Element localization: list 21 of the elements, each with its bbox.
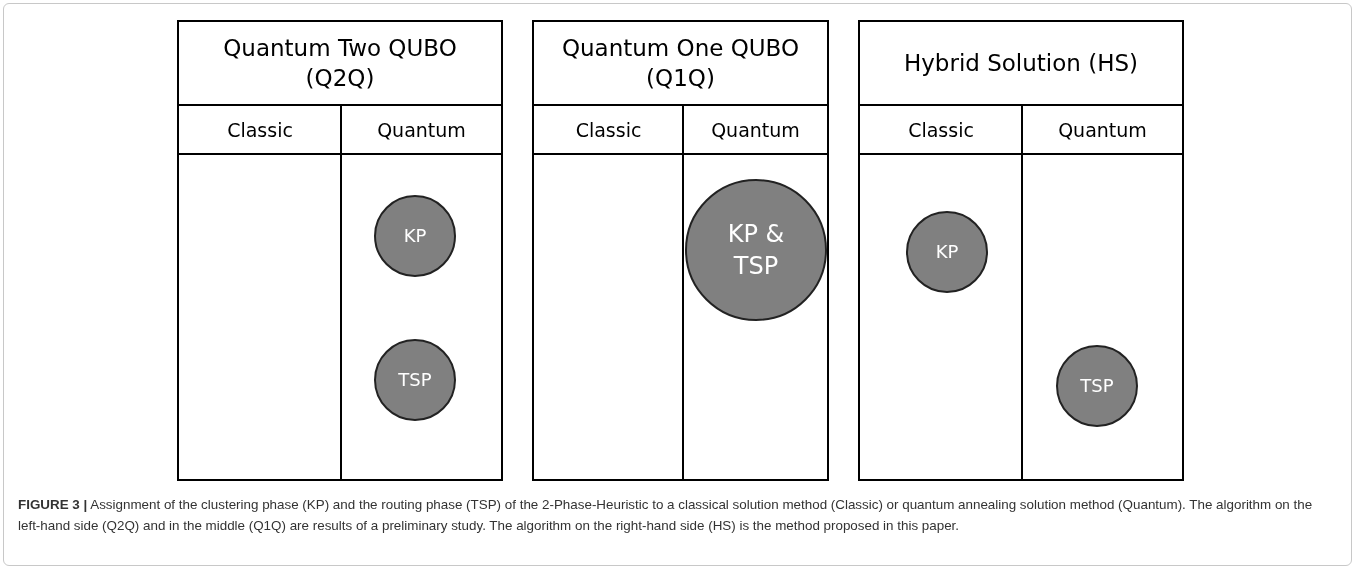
column-header: Classic (534, 106, 683, 155)
phase-label: KP (403, 225, 427, 247)
column-header: Quantum (684, 106, 827, 155)
figure-caption: FIGURE 3 | Assignment of the clustering phase (KP) and the routing phase (TSP) of the 2-Phase-Heuristic to a classical solution method (Classic) or quantum annealing solution method (Quantum). The algorithm on the left-hand side (Q2Q) and in the middle (Q1Q) are results of a preliminary study. The algorithm on the right-hand side (HS) is the method proposed in this paper. (18, 496, 1314, 535)
phase-label: KP & TSP (726, 219, 786, 282)
method-panel (177, 20, 503, 481)
phase-label: KP (935, 241, 959, 263)
column-header: Quantum (342, 106, 501, 155)
phase-label: TSP (398, 369, 432, 391)
panel-title: Quantum One QUBO (Q1Q) (534, 22, 827, 106)
method-column (340, 106, 501, 479)
panel-title: Quantum Two QUBO (Q2Q) (179, 22, 501, 106)
column-header: Classic (179, 106, 341, 155)
column-header: Classic (860, 106, 1022, 155)
phase-label: TSP (1080, 375, 1114, 397)
method-column (1021, 106, 1182, 479)
method-panel (532, 20, 829, 481)
panel-title: Hybrid Solution (HS) (860, 22, 1182, 106)
method-panel (858, 20, 1184, 481)
column-header: Quantum (1023, 106, 1182, 155)
method-column (682, 106, 827, 479)
